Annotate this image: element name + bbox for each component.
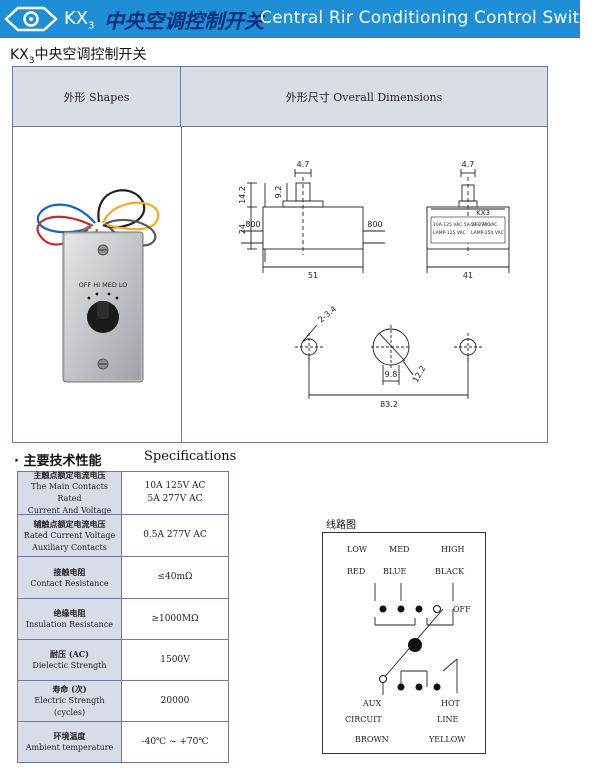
dim-41: 41 <box>463 271 473 280</box>
column-divider <box>181 127 182 443</box>
dim-12-2: 12.2 <box>411 364 428 384</box>
wiring-diagram: LOW MED HIGH RED BLUE BLACK OFF AUX HOT … <box>322 532 486 754</box>
dim-800-right: 800 <box>367 220 382 229</box>
rotor-contact-icon <box>408 638 422 652</box>
wiring-title: 线路图 <box>326 520 356 531</box>
dim-24: 24 <box>238 224 247 234</box>
label-red: RED <box>347 567 366 576</box>
label-black: BLACK <box>435 567 465 576</box>
dim-9-2: 9.2 <box>274 186 283 199</box>
product-photo: OFF HI MED LO <box>36 189 160 383</box>
dim-14-2: 14.2 <box>238 186 247 204</box>
label-off: OFF <box>453 605 471 614</box>
specs-heading-en: Specifications <box>144 449 237 464</box>
section-title: KX3中央空调控制开关 <box>10 47 147 66</box>
label-line: LINE <box>437 715 459 724</box>
label-rating-right: 5A-277 VAC <box>471 222 497 228</box>
dim-2-3-4: 2-3.4 <box>317 304 339 324</box>
spec-row: 寿命 (次)Electric Strength (cycles) 20000 <box>18 681 228 722</box>
header-title-cn: 中央空调控制开关 <box>104 9 264 33</box>
label-high: HIGH <box>441 545 465 554</box>
page-header-banner: KX3 中央空调控制开关 Central Rir Conditioning Co… <box>0 0 580 38</box>
label-aux: AUX <box>363 699 382 708</box>
dim-9-8: 9.8 <box>385 370 398 379</box>
dimension-drawing: 4.7 4.7 9.2 14.2 24 800 800 51 41 2-3.4 … <box>238 160 510 409</box>
wiring-schematic <box>374 583 458 695</box>
label-med: MED <box>389 545 410 554</box>
header-title-en: Central Rir Conditioning Control Switche… <box>260 8 580 28</box>
column-header-shapes: 外形 Shapes <box>13 67 181 127</box>
label-rating-left: 10A-125 VAC 5A-277 VAC <box>433 222 490 228</box>
column-header-dimensions: 外形尺寸 Overall Dimensions <box>181 67 547 127</box>
dial-labels: OFF HI MED LO <box>79 281 128 289</box>
label-blue: BLUE <box>383 567 407 576</box>
specs-heading: · 主要技术性能 <box>14 454 102 469</box>
header-model: KX3 <box>64 8 95 32</box>
dim-4-7-side: 4.7 <box>462 160 475 169</box>
label-hot: HOT <box>441 699 460 708</box>
spec-row: 耐压 (AC)Dielectic Strength 1500V <box>18 640 228 681</box>
product-table: 外形 Shapes 外形尺寸 Overall Dimensions OFF HI… <box>12 66 548 443</box>
brand-logo-icon <box>4 6 58 32</box>
dim-4-7-front: 4.7 <box>297 160 310 169</box>
label-yellow: YELLOW <box>429 735 466 744</box>
label-model: KX3 <box>476 209 490 217</box>
label-brown: BROWN <box>355 735 389 744</box>
dim-51: 51 <box>308 271 318 280</box>
label-rating-left-2: LAMP-125 VAC <box>433 230 466 236</box>
dim-800-left: 800 <box>245 220 260 229</box>
label-low: LOW <box>347 545 368 554</box>
label-circuit: CIRCUIT <box>345 715 382 724</box>
front-view-body <box>262 206 364 250</box>
label-rating-right-2: LAMP-250 VAC <box>471 230 504 236</box>
dim-83-2: 83.2 <box>380 400 398 409</box>
